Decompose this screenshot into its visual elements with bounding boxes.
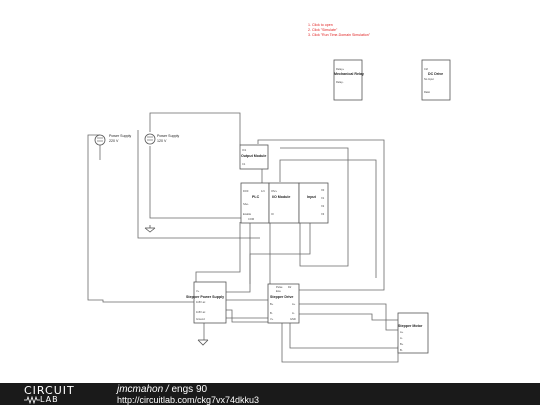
project-url[interactable]: http://circuitlab.com/ckg7vx74dkku3 bbox=[117, 395, 260, 405]
dc-drive-pin-3: Ratio bbox=[424, 90, 431, 94]
dc-drive-block[interactable]: DC Drive Ctrl No Input Ratio bbox=[421, 59, 451, 101]
input-pin-3: X2 bbox=[321, 204, 325, 208]
input-title: Input bbox=[307, 195, 317, 199]
output-module-block[interactable]: Output Module O/1 C1 bbox=[239, 144, 269, 170]
stepper-drive-pin-8: V+ bbox=[270, 317, 274, 321]
mechanical-relay-block[interactable]: Mechanical Relay Relay+ Relay- bbox=[333, 59, 364, 101]
output-module-title: Output Module bbox=[241, 154, 266, 158]
relay-pin-1: Relay+ bbox=[336, 67, 345, 71]
stepper-drive-pin-6: B+ bbox=[270, 302, 274, 306]
relay-pin-2: Relay- bbox=[336, 80, 344, 84]
stepper-power-supply-title: Stepper Power Supply bbox=[186, 295, 224, 299]
stepper-drive-pin-9: GND bbox=[290, 317, 296, 321]
plc-pin-4: Enable bbox=[243, 212, 252, 216]
plc-pin-3: SA/+ bbox=[243, 202, 249, 206]
author-name[interactable]: jmcmahon bbox=[117, 384, 164, 395]
logo-text-top: CIRCUIT bbox=[24, 384, 75, 397]
stepper-motor-pin-3: B+ bbox=[400, 342, 404, 346]
stepper-ps-pin-4: Ground bbox=[196, 317, 205, 321]
plc-pin-2: 1/4 bbox=[261, 189, 265, 193]
output-module-pin-1: O/1 bbox=[242, 148, 247, 152]
plc-block[interactable]: PLC DO0 1/4 SA/+ Enable COM bbox=[240, 182, 270, 224]
io-module-pin-2: IO bbox=[271, 212, 274, 216]
input-pin-4: X3 bbox=[321, 212, 325, 216]
power-supply-2-title: Power Supply bbox=[157, 134, 179, 138]
project-name[interactable]: engs 90 bbox=[171, 384, 208, 395]
stepper-drive-block[interactable]: Stepper Drive Pulse Dir Ena A+ A- B+ B- … bbox=[267, 283, 300, 324]
input-block[interactable]: Input X0 X1 X2 X3 bbox=[298, 182, 329, 224]
author-separator: / bbox=[163, 384, 172, 395]
stepper-drive-pin-1: Pulse bbox=[276, 285, 283, 289]
stepper-motor-block[interactable]: Stepper Motor A+ A- B+ B- bbox=[397, 312, 429, 354]
plc-title: PLC bbox=[252, 195, 260, 199]
output-module-pin-2: C1 bbox=[242, 162, 246, 166]
dc-drive-pin-1: Ctrl bbox=[424, 67, 428, 71]
power-supply-1-value: 220 V bbox=[109, 139, 119, 143]
ground-symbol bbox=[144, 225, 156, 233]
stepper-power-supply-block[interactable]: Stepper Power Supply V+ 115V ac 115V ac … bbox=[186, 281, 227, 324]
power-supply-1[interactable]: Power Supply 220 V bbox=[94, 134, 131, 146]
stepper-drive-title: Stepper Drive bbox=[270, 295, 293, 299]
power-supply-2-value: 120 V bbox=[157, 139, 167, 143]
stepper-motor-pin-4: B- bbox=[400, 348, 403, 352]
stepper-motor-pin-1: A+ bbox=[400, 330, 404, 334]
input-pin-2: X1 bbox=[321, 196, 325, 200]
io-module-pin-1: OS/+ bbox=[271, 189, 277, 193]
resistor-wave-icon bbox=[24, 396, 40, 404]
ground-symbol-2 bbox=[197, 339, 209, 346]
stepper-drive-pin-4: A+ bbox=[292, 302, 296, 306]
instruction-line-3: 3. Click "Run Time-Domain Simulation" bbox=[308, 33, 371, 37]
footer-bar: CIRCUIT LAB jmcmahon / engs 90 http://ci… bbox=[0, 383, 540, 405]
schematic-canvas: 1. Click to open 2. Click "Simulate" 3. … bbox=[87, 23, 451, 363]
io-module-title: I/O Module bbox=[272, 195, 290, 199]
dc-drive-title: DC Drive bbox=[428, 72, 443, 76]
stepper-ps-pin-2: 115V ac bbox=[196, 300, 206, 304]
stepper-drive-pin-2: Dir bbox=[288, 285, 291, 289]
dc-drive-pin-2: No Input bbox=[424, 77, 434, 81]
input-pin-1: X0 bbox=[321, 188, 325, 192]
plc-pin-1: DO0 bbox=[243, 189, 249, 193]
logo-text-bottom: LAB bbox=[40, 395, 59, 404]
stepper-ps-pin-3: 115V ac bbox=[196, 310, 206, 314]
stepper-drive-pin-7: B- bbox=[270, 311, 273, 315]
stepper-motor-title: Stepper Motor bbox=[398, 324, 423, 328]
stepper-drive-pin-3: Ena bbox=[276, 289, 281, 293]
stepper-ps-pin-1: V+ bbox=[196, 289, 200, 293]
power-supply-1-title: Power Supply bbox=[109, 134, 131, 138]
instruction-line-1: 1. Click to open bbox=[308, 23, 333, 27]
author-line: jmcmahon / engs 90 bbox=[117, 385, 207, 395]
power-supply-2[interactable]: Power Supply 120 V bbox=[144, 133, 179, 145]
stepper-motor-pin-2: A- bbox=[400, 336, 403, 340]
plc-pin-5: COM bbox=[248, 217, 254, 221]
io-module-block[interactable]: I/O Module OS/+ IO bbox=[268, 182, 300, 224]
instruction-line-2: 2. Click "Simulate" bbox=[308, 28, 338, 32]
mechanical-relay-title: Mechanical Relay bbox=[334, 72, 364, 76]
stepper-drive-pin-5: A- bbox=[292, 311, 295, 315]
